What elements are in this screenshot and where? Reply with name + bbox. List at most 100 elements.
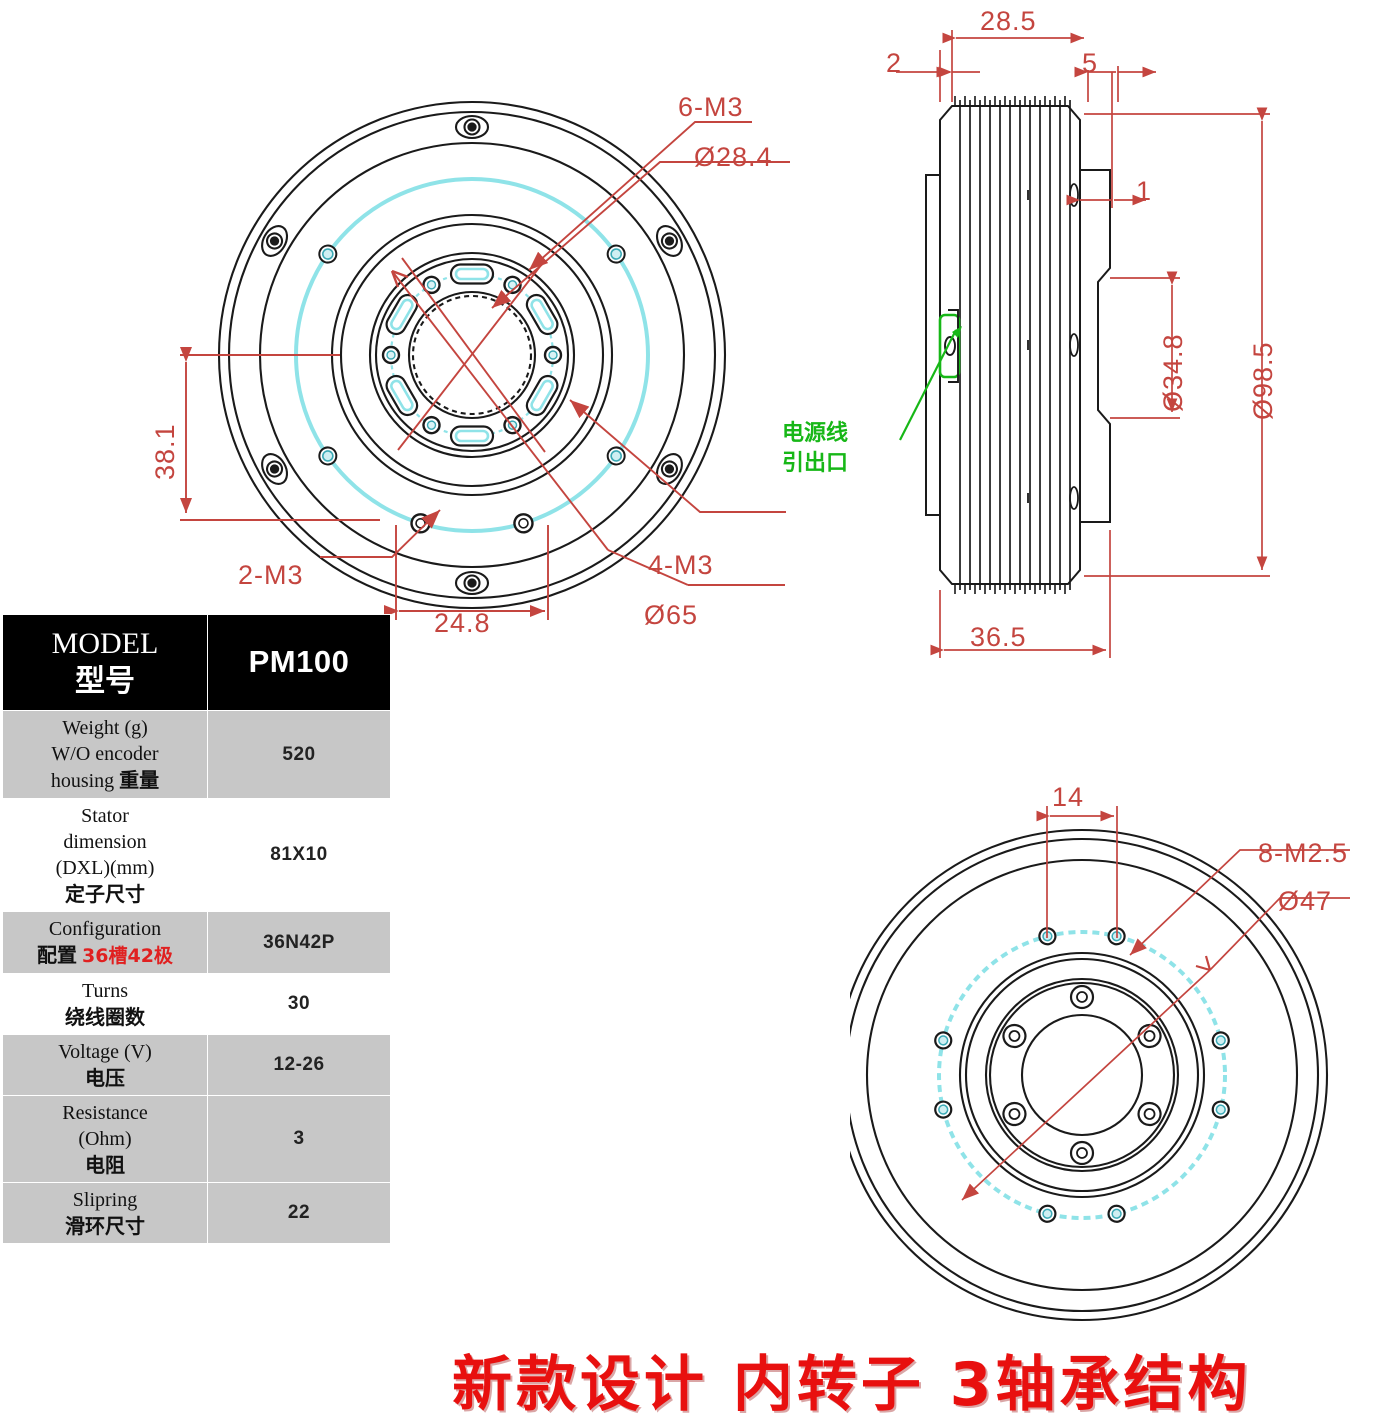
row-label-cn-highlight: 36槽42极 [82, 945, 173, 967]
power-wire-outlet-hole [944, 309, 959, 383]
leader-6-m3 [528, 121, 752, 271]
dia-284-cross-b [397, 259, 546, 451]
row-label-line: housing 重量 [5, 767, 205, 794]
front-bore-inner-circle [411, 294, 533, 416]
row-label-cn-part: 重量 [119, 768, 160, 792]
table-header-label-en: MODEL [51, 627, 159, 660]
front-bolt-circle-hole-group [318, 244, 626, 466]
front-dimension-lines [179, 121, 790, 620]
row-value-stator-dimension: 81X10 [207, 798, 391, 912]
label-14: 14 [1052, 782, 1085, 812]
rear-view-drawing [850, 806, 1350, 1321]
rear-cap-outer-inner-circle [964, 957, 1200, 1193]
label-dia-65: Ø65 [644, 600, 699, 630]
leader-4-m3 [569, 399, 786, 513]
label-8-m2-5: 8-M2.5 [1258, 838, 1349, 868]
table-row: Slipring 滑环尺寸 22 [2, 1182, 391, 1244]
row-value-slipring: 22 [207, 1182, 391, 1244]
side-heatsink-fins [959, 100, 1071, 590]
table-header-value-cell: PM100 [207, 614, 391, 711]
label-36-5: 36.5 [970, 622, 1027, 652]
front-view-drawing [179, 100, 790, 620]
table-row: Resistance (Ohm) 电阻 3 [2, 1095, 391, 1183]
bottom-caption: 新款设计 内转子 3轴承结构 [452, 1350, 1252, 1420]
row-value-turns: 30 [207, 973, 391, 1035]
rear-bore-circle [1020, 1013, 1144, 1137]
leader-dia-284 [491, 161, 790, 309]
table-row: Voltage (V) 电压 12-26 [2, 1034, 391, 1096]
table-header-label-cn: 型号 [75, 663, 135, 699]
label-38-1: 38.1 [150, 423, 180, 480]
front-hub-vent-slot-group [385, 263, 559, 447]
row-label-cn-part: 绕线圈数 [65, 1005, 145, 1029]
row-value-voltage: 12-26 [207, 1034, 391, 1096]
row-label-weight: Weight (g) W/O encoder housing 重量 [2, 710, 208, 799]
side-view-drawing [896, 30, 1270, 658]
rear-shell-circle [865, 858, 1299, 1292]
row-label-slipring: Slipring 滑环尺寸 [2, 1182, 208, 1244]
specification-table-body: MODEL 型号 PM100 Weight (g) W/O encoder ho… [2, 614, 391, 1244]
rear-cap-screw-group [1002, 984, 1162, 1166]
row-label-line: Stator [81, 805, 129, 827]
power-wire-outlet-leader [899, 329, 957, 441]
rear-dimension-lines [961, 806, 1350, 1201]
power-wire-outlet-arrow [952, 326, 962, 338]
side-fin-crest [954, 96, 1066, 594]
label-2: 2 [886, 48, 903, 78]
row-label-en-part: housing [50, 770, 115, 792]
rear-m25-hole-group [934, 927, 1230, 1223]
dia-65-diagonal [391, 270, 609, 551]
rear-cap-outer-circle [958, 951, 1206, 1199]
power-wire-outlet-label: 电源线 引出口 [782, 418, 848, 477]
specification-table: MODEL 型号 PM100 Weight (g) W/O encoder ho… [2, 614, 391, 1244]
row-label-line: Configuration [48, 918, 162, 940]
label-4-m3: 4-M3 [648, 550, 714, 580]
table-row: Turns 绕线圈数 30 [2, 973, 391, 1035]
label-2-m3: 2-M3 [238, 560, 304, 590]
power-wire-outlet-marker [938, 313, 961, 379]
front-outer-boss-group [261, 114, 683, 596]
row-label-cn-part: 配置 [37, 943, 78, 967]
leader-2-m3 [320, 509, 441, 558]
front-mid-step-inner-circle [339, 222, 605, 488]
dia-47-diagonal [961, 969, 1211, 1201]
row-label-configuration: Configuration 配置 36槽42极 [2, 911, 208, 974]
table-header-label-cell: MODEL 型号 [2, 614, 208, 711]
label-24-8: 24.8 [434, 608, 491, 638]
label-1: 1 [1136, 176, 1153, 206]
row-label-turns: Turns 绕线圈数 [2, 973, 208, 1035]
rear-bolt-circle-construction [937, 930, 1227, 1220]
leader-8-m25 [1129, 849, 1350, 956]
row-label-resistance: Resistance (Ohm) 电阻 [2, 1095, 208, 1183]
row-label-cn-part: 电压 [85, 1066, 125, 1090]
side-dimension-lines [896, 30, 1270, 658]
row-value-resistance: 3 [207, 1095, 391, 1183]
rear-outer-rim-circle [850, 829, 1328, 1321]
row-label-line: Resistance [62, 1102, 148, 1124]
dia-284-cross-a [401, 257, 546, 453]
table-row: Weight (g) W/O encoder housing 重量 520 [2, 710, 391, 799]
row-label-line: W/O encoder [51, 743, 159, 765]
label-dia-284: Ø28.4 [694, 142, 773, 172]
front-hub-outer-inner-circle [374, 257, 570, 453]
power-wire-outlet-label-line2: 引出口 [782, 449, 849, 475]
front-bore-circle [407, 290, 537, 420]
row-label-cn-part: 定子尺寸 [65, 882, 145, 906]
label-dia-34-8: Ø34.8 [1158, 333, 1188, 412]
table-row: Configuration 配置 36槽42极 36N42P [2, 911, 391, 974]
table-row: Stator dimension (DXL)(mm) 定子尺寸 81X10 [2, 798, 391, 912]
row-label-line: Turns [82, 980, 128, 1002]
row-value-weight: 520 [207, 710, 391, 799]
rear-outer-rim-inner-circle [850, 838, 1319, 1312]
row-label-line: Slipring [72, 1189, 138, 1211]
row-label-cn-part: 滑环尺寸 [65, 1214, 145, 1238]
rear-cap-step-circle [984, 977, 1180, 1173]
row-label-line: Weight (g) [62, 717, 148, 739]
label-6-m3: 6-M3 [678, 92, 744, 122]
leader-dia-47-shelf [1209, 897, 1350, 971]
row-label-line: dimension [63, 831, 147, 853]
row-value-configuration: 36N42P [207, 911, 391, 974]
row-label-line: (DXL)(mm) [55, 857, 155, 879]
label-dia-98-5: Ø98.5 [1248, 341, 1278, 420]
